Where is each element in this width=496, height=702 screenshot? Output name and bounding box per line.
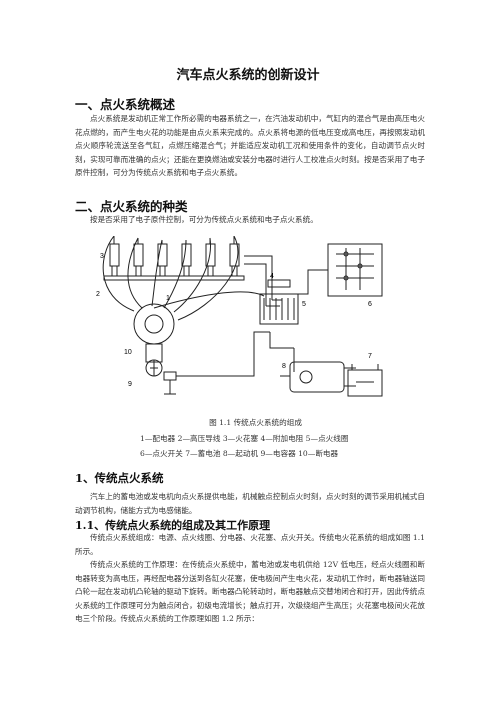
section-heading-types: 二、点火系统的种类	[75, 199, 188, 214]
distributor	[133, 303, 175, 363]
callout-4: 4	[270, 273, 274, 280]
callout-6: 6	[368, 301, 372, 308]
callout-9: 9	[128, 381, 132, 388]
ignition-switch	[298, 243, 383, 297]
starter-motor	[280, 361, 356, 393]
battery	[347, 364, 383, 397]
figure-legend-line-2: 6—点火开关 7—蓄电池 8—起动机 9—电容器 10—断电器	[140, 449, 339, 458]
figure-caption: 图 1.1 传统点火系统的组成	[209, 418, 302, 427]
section-heading-overview: 一、点火系统概述	[75, 97, 176, 112]
callout-7: 7	[368, 353, 372, 360]
paragraph-types: 按是否采用了电子原件控制，可分为传统点火系统和电子点火系统。	[90, 215, 318, 224]
additional-resistor	[267, 279, 291, 288]
section-heading-traditional: 1、传统点火系统	[75, 471, 164, 485]
callout-10: 10	[124, 349, 132, 356]
paragraph-working-principle: 传统点火系统的工作原理：在传统点火系统中，蓄电池或发电机供给 12V 低电压，经…	[75, 560, 425, 624]
callout-8: 8	[282, 363, 286, 370]
ignition-system-diagram: 1 2 3 4 5 6 7 8 9 10	[96, 236, 383, 397]
page-title: 汽车点火系统的创新设计	[176, 68, 320, 83]
paragraph-composition: 传统点火系统组成：电源、点火线圈、分电器、火花塞、点火开关。传统电火花系统的组成…	[75, 533, 425, 556]
callout-3: 3	[100, 253, 104, 260]
subsection-heading-composition: 1.1、传统点火系统的组成及其工作原理	[75, 519, 271, 532]
paragraph-overview: 点火系统是发动机正常工作所必需的电器系统之一，在汽油发动机中，气缸内的混合气是由…	[75, 114, 425, 178]
ignition-coil	[259, 293, 299, 325]
breaker-and-capacitor	[145, 359, 177, 395]
callout-2: 2	[96, 291, 100, 298]
paragraph-traditional: 汽车上的蓄电池或发电机向点火系提供电能，机械触点控制点火时刻，点火时刻的调节采用…	[75, 492, 425, 515]
callout-1: 1	[166, 295, 170, 302]
spark-plugs	[103, 243, 245, 281]
figure-legend-line-1: 1—配电器 2—高压导线 3—火花塞 4—附加电阻 5—点火线圈	[140, 434, 349, 443]
high-voltage-leads	[102, 236, 265, 321]
callout-5: 5	[302, 301, 306, 308]
